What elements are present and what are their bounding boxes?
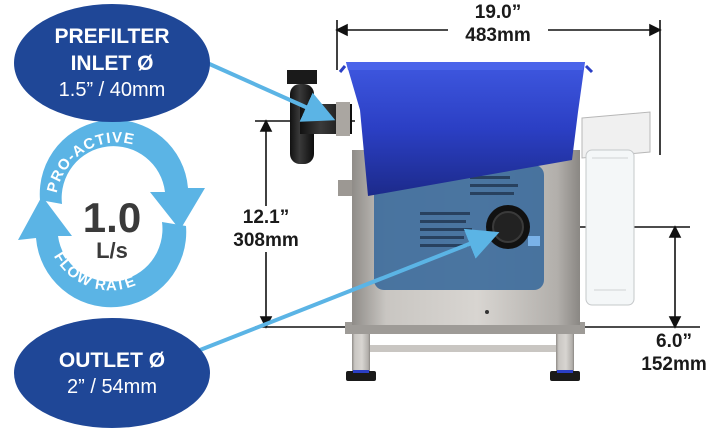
blue-lid [346,62,585,196]
flow-unit: L/s [96,238,128,263]
left-leg [352,334,370,372]
prefilter-leader-arrow [204,60,336,122]
prefilter-inlet-callout: PREFILTER INLET Ø 1.5” / 40mm [14,4,210,122]
width-dimension-label: 19.0” 483mm [448,1,548,47]
width-arrowheads [335,23,662,37]
inlet-fitting [336,102,350,136]
height-mm: 308mm [233,230,299,251]
upper-arc-arrow [39,119,205,230]
outlet-height-inches: 6.0” [656,331,692,352]
right-foot [550,371,580,381]
prefilter-inlet-label: INLET Ø [70,52,154,75]
basket-container [585,149,635,306]
height-dimension-label: 12.1” 308mm [222,206,310,252]
stand [345,322,585,381]
inlet-pipe [287,70,352,164]
outlet-leader-arrow [199,228,500,352]
instruction-label [374,165,544,290]
lid-rim [346,62,585,70]
inlet-cap [287,70,317,84]
left-foot [346,371,376,381]
outlet-arrowheads [668,225,682,329]
outlet-callout: OUTLET Ø 2” / 54mm [14,318,210,428]
leg-crossbar [370,345,556,352]
flow-value: 1.0 [83,194,141,241]
height-inches: 12.1” [242,207,290,228]
outlet-size: 2” / 54mm [66,375,158,398]
outlet-valve [528,236,540,246]
width-inches: 19.0” [474,2,522,23]
right-leg [556,334,574,372]
outlet-title: OUTLET Ø [58,348,166,372]
lower-arc-arrow [18,196,187,308]
basket-hood [581,111,651,159]
pro-active-label: PRO-ACTIVE [44,129,136,194]
flow-rate-badge: PRO-ACTIVE FLOW RATE 1.0 L/s [18,119,205,308]
side-fitting [338,180,352,196]
left-foot-trim [353,370,369,373]
prefilter-title: PREFILTER [54,25,170,48]
right-foot-trim [557,370,573,373]
outlet-height-label: 6.0” 152mm [628,330,720,376]
lid-clip-left [338,65,347,73]
drain-screw [485,310,489,314]
label-text-lines [420,176,518,247]
prefilter-size: 1.5” / 40mm [58,79,166,101]
outlet-height-mm: 152mm [641,354,707,375]
width-mm: 483mm [448,24,548,47]
lid-clip-right [584,64,594,74]
prefilter-basket [581,111,651,306]
